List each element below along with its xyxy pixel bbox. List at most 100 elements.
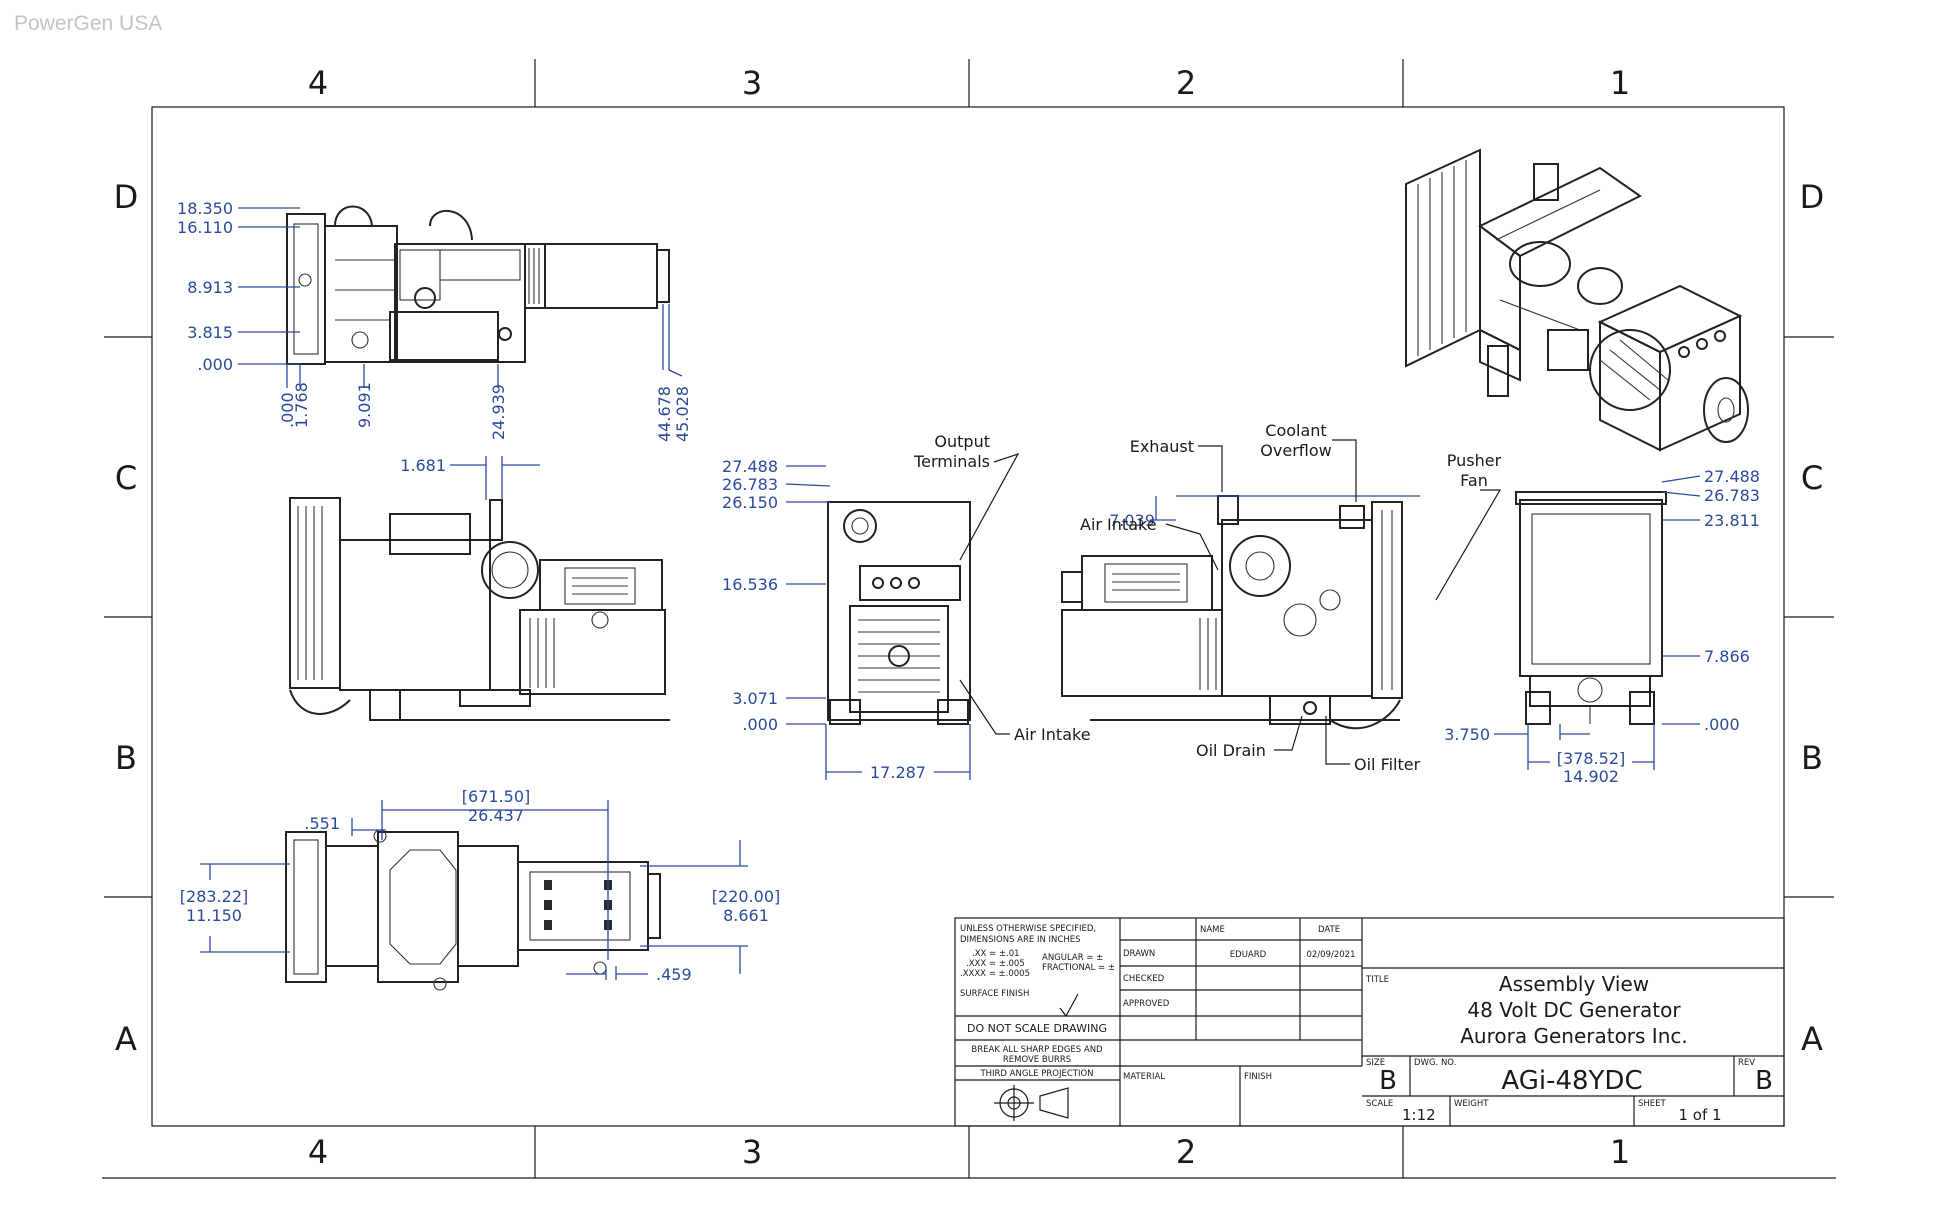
- dim-plan-459: .459: [656, 965, 692, 984]
- tb-title-label: TITLE: [1365, 975, 1389, 985]
- dim-end-7-866: 7.866: [1704, 647, 1750, 666]
- tb-note-4: .XXX = ±.005: [966, 959, 1025, 969]
- dim-45-028: 45.028: [673, 386, 692, 442]
- tb-size-label: SIZE: [1366, 1058, 1385, 1068]
- callout-oil-drain: Oil Drain: [1196, 741, 1266, 760]
- callout-air-intake-front: Air Intake: [1014, 725, 1091, 744]
- dim-end-23-811: 23.811: [1704, 511, 1760, 530]
- tb-dwg-label: DWG. NO.: [1414, 1058, 1456, 1068]
- dim-44-678: 44.678: [655, 386, 674, 442]
- tb-sheet-label: SHEET: [1638, 1099, 1667, 1109]
- callout-oil-filter: Oil Filter: [1354, 755, 1421, 774]
- end-generator-drawing: [1515, 491, 1667, 725]
- zone-col-2-bottom: 2: [1176, 1133, 1196, 1171]
- tb-row-approved: APPROVED: [1123, 999, 1170, 1009]
- dim-plan-551: .551: [304, 814, 340, 833]
- dim-plan-right-metric: [220.00]: [712, 887, 780, 906]
- tb-drawn-date: 02/09/2021: [1307, 950, 1356, 960]
- dim-front-16-536: 16.536: [722, 575, 778, 594]
- view-rear-elevation: 7.039 Exhaust Coolant Overflow Air Intak…: [1061, 421, 1502, 774]
- tb-projection: THIRD ANGLE PROJECTION: [979, 1069, 1093, 1079]
- plan-generator-drawing: [285, 829, 661, 991]
- dim-front-26-150: 26.150: [722, 493, 778, 512]
- plan-dimension-lines: [200, 800, 748, 980]
- tb-row-drawn: DRAWN: [1123, 949, 1155, 959]
- view-front-end: 27.488 26.783 26.150 16.536 3.071 .000 1…: [722, 432, 1091, 782]
- isometric-generator-drawing: [1405, 148, 1749, 452]
- dim-end-width-metric: [378.52]: [1557, 749, 1625, 768]
- zone-row-d-left: D: [114, 178, 139, 216]
- dim-18-350: 18.350: [177, 199, 233, 218]
- tb-dwg-no: AGi-48YDC: [1501, 1066, 1642, 1096]
- tb-title-line-2: 48 Volt DC Generator: [1467, 998, 1681, 1022]
- tb-title-line-3: Aurora Generators Inc.: [1460, 1024, 1687, 1048]
- tb-note-8: SURFACE FINISH: [960, 989, 1029, 999]
- tb-scale-label: SCALE: [1366, 1099, 1393, 1109]
- zone-col-2-top: 2: [1176, 64, 1196, 102]
- callout-pusher: Pusher: [1447, 451, 1502, 470]
- dim-rear-7-039: 7.039: [1109, 511, 1155, 530]
- tb-col-date: DATE: [1318, 925, 1340, 935]
- view-top-left: 18.350 16.110 8.913 3.815 .000 .000 1.76…: [177, 199, 692, 442]
- dim-plan-right: 8.661: [723, 906, 769, 925]
- zone-col-1-top: 1: [1610, 64, 1630, 102]
- dim-plan-len-metric: [671.50]: [462, 787, 530, 806]
- dim-front-3-071: 3.071: [732, 689, 778, 708]
- third-angle-projection-symbol: [994, 1085, 1069, 1121]
- end-dimension-lines: [1494, 475, 1701, 770]
- callout-overflow: Overflow: [1260, 441, 1331, 460]
- dim-000-bottom: .000: [278, 392, 297, 428]
- dim-front-27-488: 27.488: [722, 457, 778, 476]
- front-generator-drawing: [827, 501, 971, 725]
- callout-exhaust: Exhaust: [1130, 437, 1194, 456]
- dim-1-681: 1.681: [400, 456, 446, 475]
- dim-8-913: 8.913: [187, 278, 233, 297]
- tb-break-edges-2: REMOVE BURRS: [1003, 1055, 1071, 1065]
- callout-coolant: Coolant: [1265, 421, 1326, 440]
- dim-end-27-488: 27.488: [1704, 467, 1760, 486]
- dim-plan-len: 26.437: [468, 806, 524, 825]
- tb-note-5: .XXXX = ±.0005: [960, 969, 1030, 979]
- dim-1-768: 1.768: [292, 382, 311, 428]
- callout-output: Output: [934, 432, 990, 451]
- tb-do-not-scale: DO NOT SCALE DRAWING: [967, 1022, 1107, 1035]
- dim-plan-left: 11.150: [186, 906, 242, 925]
- drawing-frame: [102, 59, 1836, 1179]
- dim-24-939: 24.939: [489, 384, 508, 440]
- zone-row-d-right: D: [1800, 178, 1825, 216]
- view-isometric: [1405, 148, 1749, 452]
- dim-9-091: 9.091: [355, 382, 374, 428]
- dim-end-26-783: 26.783: [1704, 486, 1760, 505]
- tb-break-edges-1: BREAK ALL SHARP EDGES AND: [971, 1045, 1103, 1055]
- tb-note-2: DIMENSIONS ARE IN INCHES: [960, 935, 1080, 945]
- zone-row-c-left: C: [115, 459, 137, 497]
- view-side-elevation: 1.681: [289, 456, 670, 721]
- tb-title-line-1: Assembly View: [1499, 972, 1649, 996]
- callout-air-intake-rear: Air Intake: [1080, 515, 1157, 534]
- zone-col-1-bottom: 1: [1610, 1133, 1630, 1171]
- tb-note-3: .XX = ±.01: [972, 949, 1020, 959]
- tb-sheet: 1 of 1: [1678, 1106, 1721, 1124]
- zone-col-3-bottom: 3: [742, 1133, 762, 1171]
- tb-size: B: [1379, 1066, 1397, 1096]
- title-block: [954, 917, 1785, 1127]
- top-left-generator-drawing: [286, 205, 670, 365]
- zone-col-3-top: 3: [742, 64, 762, 102]
- zone-row-b-right: B: [1801, 739, 1823, 777]
- dim-end-000: .000: [1704, 715, 1740, 734]
- zone-col-4-bottom: 4: [308, 1133, 328, 1171]
- callout-terminals: Terminals: [913, 452, 990, 471]
- dim-16-110: 16.110: [177, 218, 233, 237]
- dim-end-3-750: 3.750: [1444, 725, 1490, 744]
- tb-finish: FINISH: [1244, 1072, 1272, 1082]
- zone-row-a-left: A: [115, 1020, 137, 1058]
- callout-fan: Fan: [1460, 471, 1488, 490]
- tb-note-7: FRACTIONAL = ±: [1042, 963, 1115, 973]
- tb-drawn-name: EDUARD: [1230, 950, 1267, 960]
- rear-dimension-lines: [1150, 495, 1420, 521]
- dim-front-width-17-287: 17.287: [870, 763, 926, 782]
- watermark-text: PowerGen USA: [14, 12, 163, 35]
- side-generator-drawing: [289, 497, 670, 721]
- zone-col-4-top: 4: [308, 64, 328, 102]
